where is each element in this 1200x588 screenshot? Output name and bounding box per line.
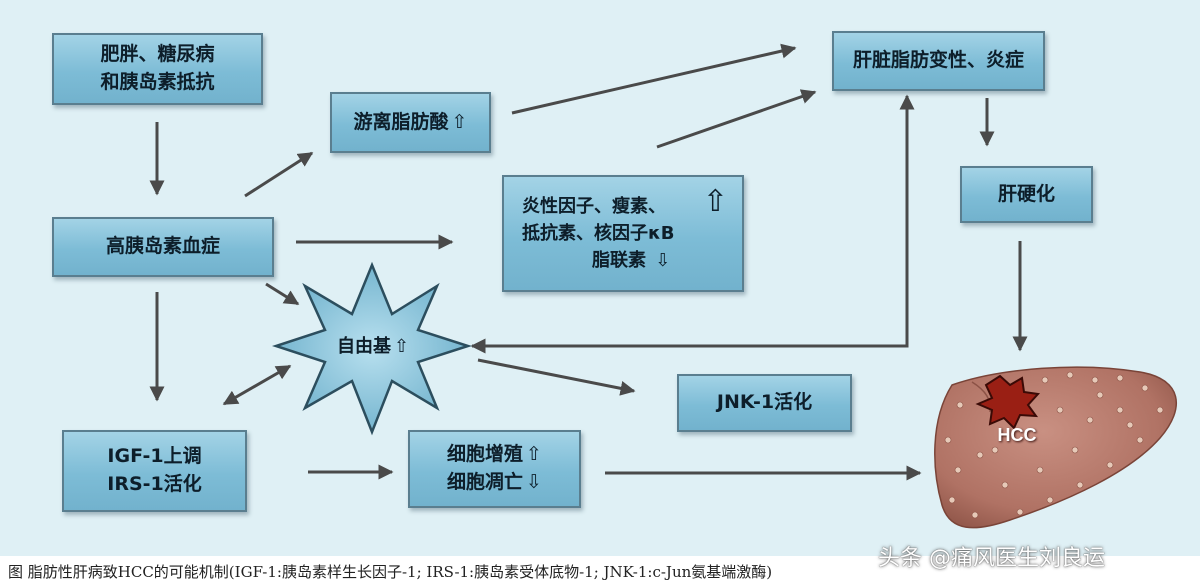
node-obesity-diabetes: 肥胖、糖尿病 和胰岛素抵抗 (52, 33, 263, 105)
node-obesity-line1: 肥胖、糖尿病 (100, 43, 215, 66)
down-arrow-icon: ⇩ (655, 250, 671, 271)
node-cirrhosis-label: 肝硬化 (997, 182, 1055, 205)
watermark: 头条 @痛风医生刘良运 (878, 546, 1105, 571)
up-arrow-icon: ⇧ (451, 110, 468, 133)
up-arrow-icon: ⇧ (526, 443, 542, 466)
free-radical-starburst (271, 261, 473, 436)
node-igf-line2: IRS-1活化 (107, 473, 202, 495)
arrow-free-radical-to-fatty-liver (470, 94, 915, 354)
arrow-ffa-to-fatty-liver (511, 43, 797, 115)
up-arrow-icon: ⇧ (393, 336, 410, 357)
up-arrow-icon: ⇧ (702, 184, 728, 219)
node-cytokines: 炎性因子、瘦素、 抵抗素、核因子κB 脂联素 ⇩ ⇧ (502, 175, 744, 292)
arrow-cytokines-to-fatty-liver (656, 89, 817, 149)
tumor-mass (975, 374, 1041, 430)
figure-caption: 图 脂肪性肝病致HCC的可能机制(IGF-1:胰岛素样生长因子-1; IRS-1… (0, 557, 1200, 588)
node-obesity-line2: 和胰岛素抵抗 (100, 71, 215, 93)
arrow-hyperinsulinemia-to-ffa (244, 151, 314, 198)
liver-illustration (934, 366, 1177, 529)
node-jnk-label: JNK-1活化 (716, 391, 813, 414)
down-arrow-icon: ⇩ (526, 471, 542, 493)
arrow-free-radical-to-jnk (477, 358, 636, 396)
cell-proliferation-label: 细胞增殖 (447, 443, 524, 466)
node-cell-line1: 细胞增殖⇧ (447, 441, 542, 469)
node-igf-line1: IGF-1上调 (107, 445, 202, 468)
node-cytokines-line1: 炎性因子、瘦素、 (522, 196, 666, 217)
node-cytokines-line2: 抵抗素、核因子κB (522, 223, 675, 244)
adiponectin-label: 脂联素 (592, 250, 646, 271)
node-cell-line2: 细胞凋亡⇩ (447, 469, 542, 497)
node-free-fatty-acid: 游离脂肪酸 ⇧ (330, 92, 491, 153)
node-cell-proliferation-apoptosis: 细胞增殖⇧ 细胞凋亡⇩ (408, 430, 581, 508)
node-cytokines-line3: 脂联素 ⇩ (522, 247, 670, 274)
node-fatty-liver-inflammation: 肝脏脂肪变性、炎症 (832, 31, 1045, 91)
node-jnk1-activation: JNK-1活化 (677, 374, 852, 432)
node-hyperinsulinemia-label: 高胰岛素血症 (105, 235, 220, 258)
free-radical-text: 自由基 (336, 336, 391, 357)
node-igf1-irs1: IGF-1上调 IRS-1活化 (62, 430, 247, 512)
node-free-radical-label: 自由基⇧ (318, 332, 428, 358)
arrow-hyperinsulinemia-to-free-radical (265, 282, 300, 306)
node-cirrhosis: 肝硬化 (960, 166, 1093, 223)
node-hyperinsulinemia: 高胰岛素血症 (52, 217, 274, 277)
node-ffa-label: 游离脂肪酸 (353, 110, 449, 133)
cell-apoptosis-label: 细胞凋亡 (447, 471, 524, 493)
node-fatty-liver-label: 肝脏脂肪变性、炎症 (852, 49, 1024, 72)
hcc-label: HCC (997, 425, 1037, 445)
connector-layer (149, 43, 1177, 529)
arrow-free-radical-igf-link (222, 364, 292, 406)
